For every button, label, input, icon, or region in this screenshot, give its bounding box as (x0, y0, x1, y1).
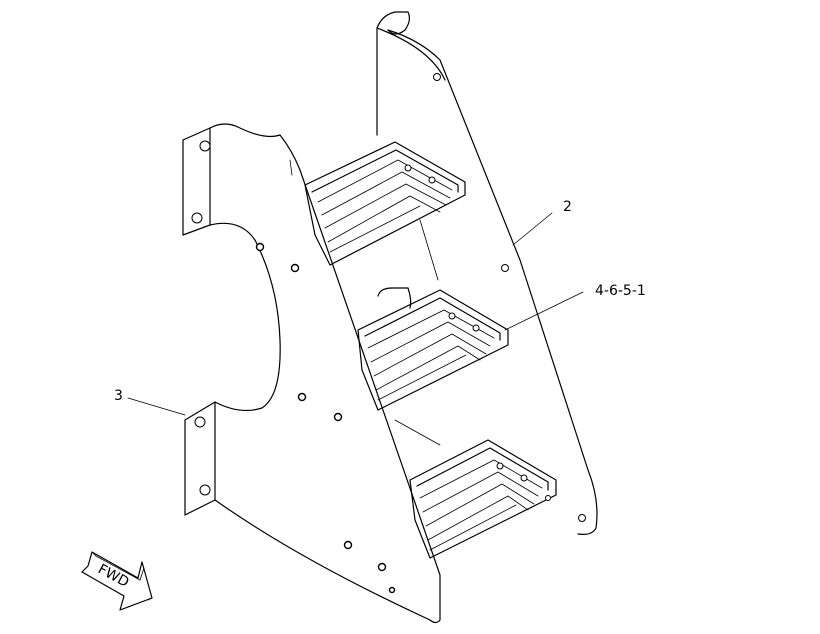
rear-stringer (376, 11, 598, 535)
tread-bottom (409, 439, 557, 559)
front-stringer (182, 123, 441, 624)
tread-middle (357, 287, 509, 446)
leader-line-3 (127, 397, 186, 416)
callout-label-3: 3 (114, 388, 123, 404)
tread-top (304, 141, 466, 281)
leader-line-2 (512, 212, 553, 246)
callout-label-4-6-5-1: 4-6-5-1 (595, 283, 646, 299)
callout-label-2: 2 (563, 199, 572, 215)
leader-line-4-6-5-1 (504, 291, 584, 331)
fwd-direction-arrow: FWD (81, 551, 153, 611)
